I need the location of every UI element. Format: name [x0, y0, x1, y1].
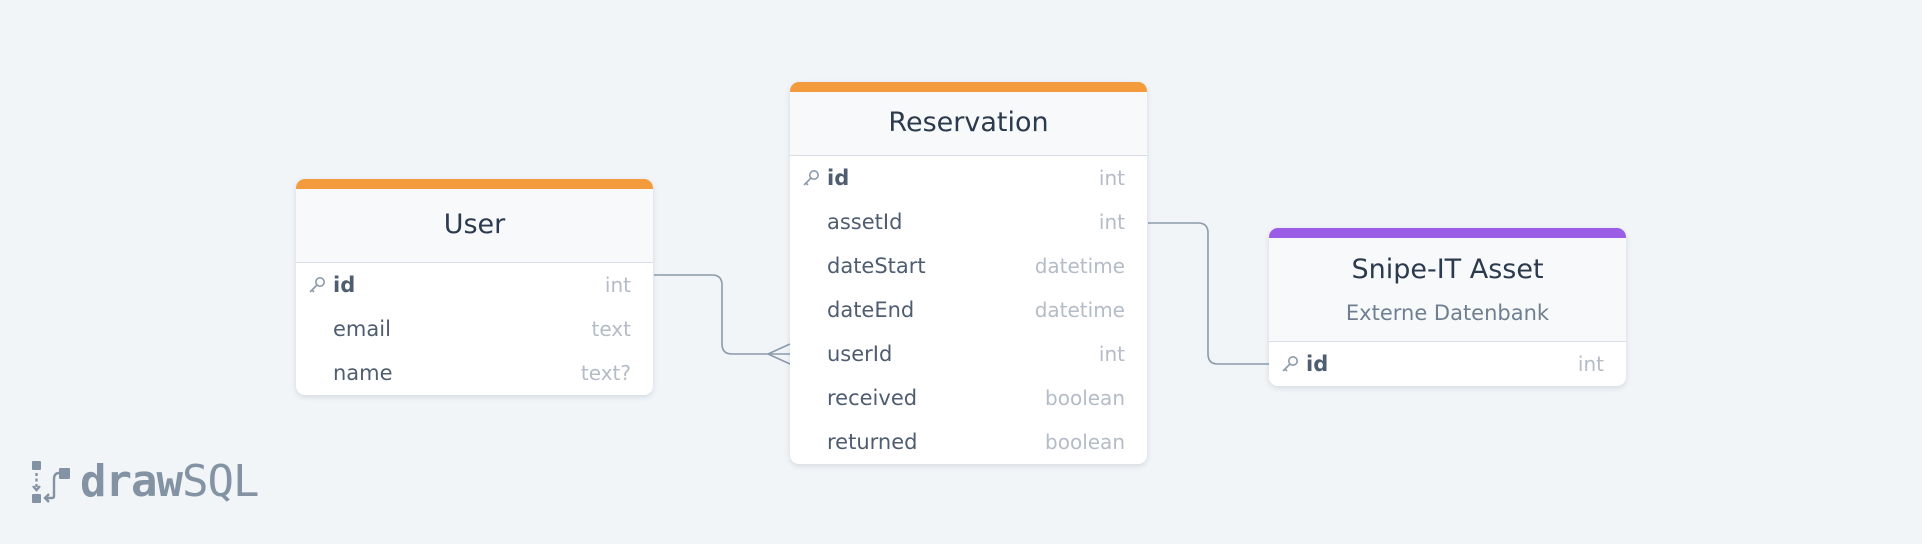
column-name: id: [1306, 352, 1329, 376]
column-type: boolean: [1045, 386, 1125, 410]
column-name: name: [333, 361, 393, 385]
column-row-returned[interactable]: returned boolean: [790, 420, 1147, 464]
column-name: id: [827, 166, 850, 190]
key-icon: [1282, 356, 1298, 372]
column-name: email: [333, 317, 391, 341]
column-row-userid[interactable]: userId int: [790, 332, 1147, 376]
table-header: Snipe-IT Asset Externe Datenbank: [1269, 238, 1626, 342]
drawsql-logo[interactable]: draw SQL: [30, 456, 259, 507]
logo-text-sql: SQL: [181, 456, 259, 507]
column-type: datetime: [1034, 298, 1125, 322]
column-type: int: [604, 273, 631, 297]
table-header: User: [296, 189, 653, 263]
key-icon: [803, 170, 819, 186]
table-title: Reservation: [888, 107, 1049, 139]
crowfoot-many-marker: [767, 343, 791, 365]
column-type: int: [1098, 210, 1125, 234]
column-row-name[interactable]: name text?: [296, 351, 653, 395]
column-row-received[interactable]: received boolean: [790, 376, 1147, 420]
column-name: assetId: [827, 210, 903, 234]
table-title: User: [443, 209, 506, 241]
table-color-bar: [790, 82, 1147, 92]
column-row-id[interactable]: id int: [1269, 342, 1626, 386]
relation-user-reservation: [654, 274, 790, 355]
table-snipe-it-asset[interactable]: Snipe-IT Asset Externe Datenbank id int: [1269, 228, 1626, 386]
column-name: received: [827, 386, 918, 410]
column-name: id: [333, 273, 356, 297]
column-row-assetid[interactable]: assetId int: [790, 200, 1147, 244]
drawsql-logo-icon: [32, 460, 70, 503]
column-row-dateend[interactable]: dateEnd datetime: [790, 288, 1147, 332]
table-subtitle: Externe Datenbank: [1345, 300, 1550, 325]
column-type: datetime: [1034, 254, 1125, 278]
column-type: text?: [580, 361, 631, 385]
column-type: int: [1098, 166, 1125, 190]
column-type: int: [1577, 352, 1604, 376]
column-type: int: [1098, 342, 1125, 366]
column-row-id[interactable]: id int: [296, 263, 653, 307]
table-color-bar: [1269, 228, 1626, 238]
column-name: returned: [827, 430, 918, 454]
column-type: text: [591, 317, 631, 341]
table-header: Reservation: [790, 92, 1147, 156]
column-row-datestart[interactable]: dateStart datetime: [790, 244, 1147, 288]
column-name: userId: [827, 342, 893, 366]
table-user[interactable]: User id int email text name text?: [296, 179, 653, 395]
column-name: dateStart: [827, 254, 926, 278]
table-color-bar: [296, 179, 653, 189]
column-row-email[interactable]: email text: [296, 307, 653, 351]
column-type: boolean: [1045, 430, 1125, 454]
logo-text-draw: draw: [80, 456, 183, 507]
key-icon: [309, 277, 325, 293]
column-row-id[interactable]: id int: [790, 156, 1147, 200]
column-name: dateEnd: [827, 298, 915, 322]
table-reservation[interactable]: Reservation id int assetId int dateStart…: [790, 82, 1147, 464]
relation-reservation-asset: [1148, 222, 1270, 365]
table-title: Snipe-IT Asset: [1351, 254, 1544, 286]
